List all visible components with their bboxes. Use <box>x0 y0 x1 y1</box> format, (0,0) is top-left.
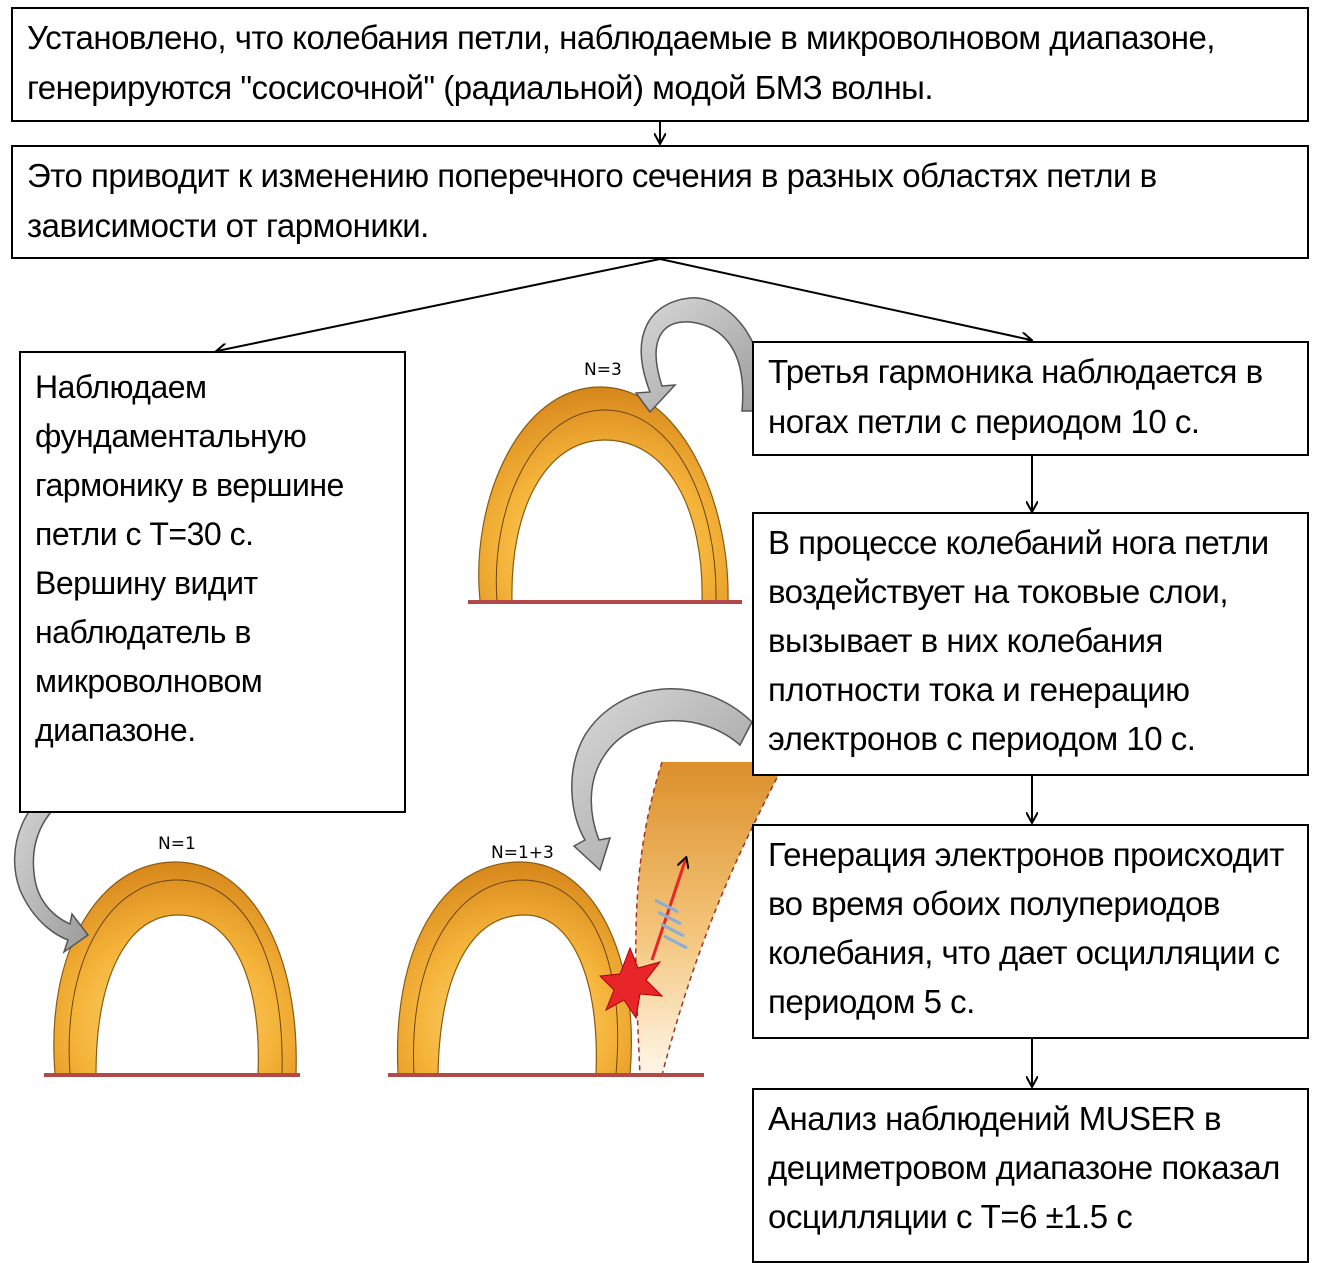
box-process: В процессе колебаний нога петли воздейст… <box>752 512 1309 776</box>
curved-arrow-top-icon <box>636 298 764 412</box>
box-second: Это приводит к изменению поперечного сеч… <box>11 145 1309 259</box>
label-n13: N=1+3 <box>491 843 554 863</box>
box-left-fundamental: Наблюдаем фундаментальную гармонику в ве… <box>19 351 406 813</box>
loop-n3 <box>468 387 742 602</box>
loop-n1 <box>44 862 300 1075</box>
box-muser: Анализ наблюдений MUSER в дециметровом д… <box>752 1088 1309 1263</box>
label-n3: N=3 <box>584 360 622 380</box>
box-third-harmonic: Третья гармоника наблюдается в ногах пет… <box>752 341 1309 456</box>
arrow-second-to-left <box>217 259 660 351</box>
box-top: Установлено, что колебания петли, наблюд… <box>11 7 1309 122</box>
box-generation: Генерация электронов происходит во время… <box>752 824 1309 1039</box>
label-n1: N=1 <box>158 834 196 854</box>
